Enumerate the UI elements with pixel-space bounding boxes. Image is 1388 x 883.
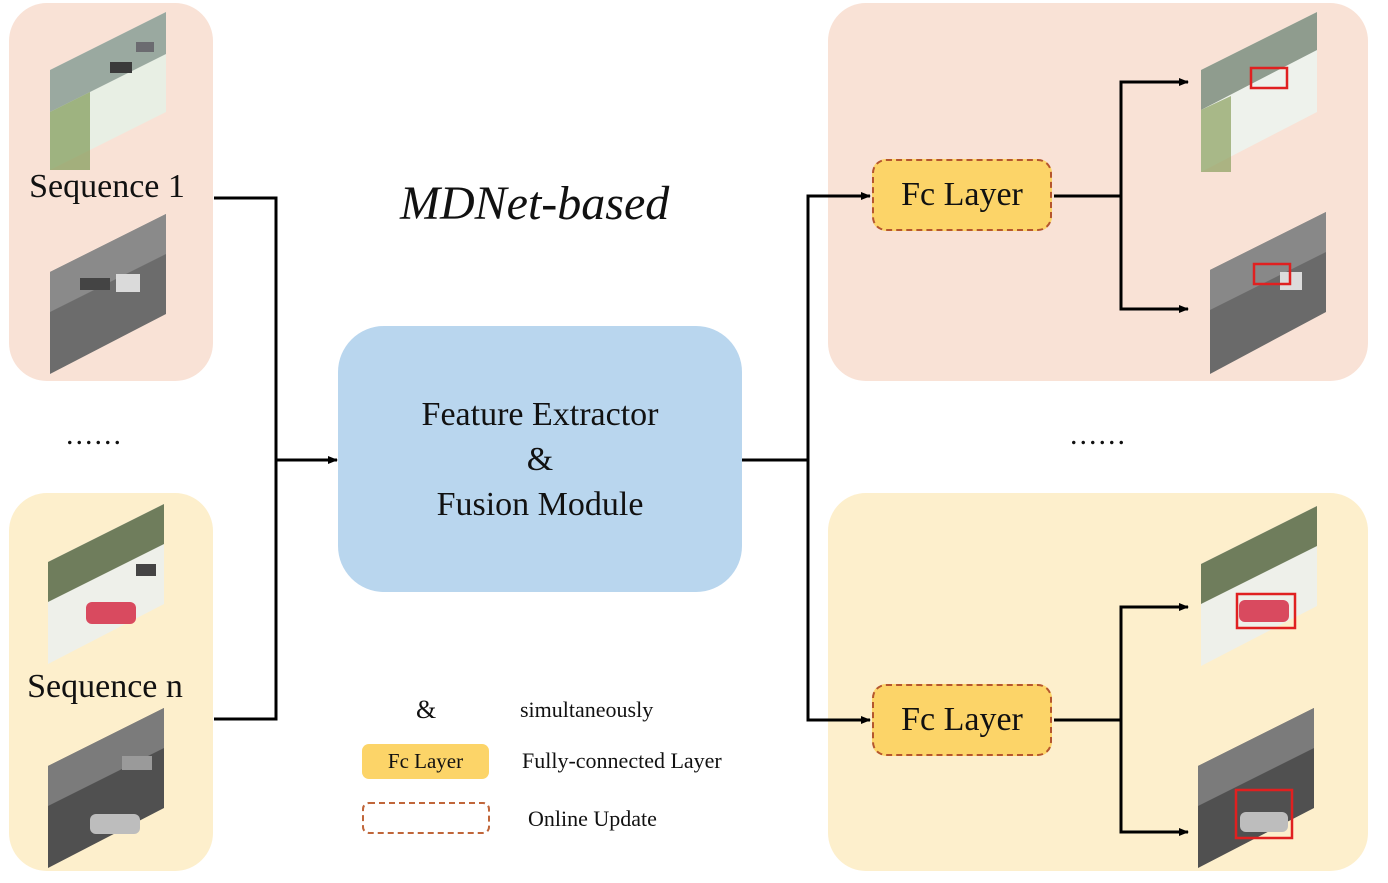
seq1-thermal-frame bbox=[50, 214, 166, 374]
output-n-rgb-frame bbox=[1201, 506, 1317, 666]
arrow-fc-n-rgb bbox=[1119, 603, 1189, 720]
core-line-2: & bbox=[526, 440, 554, 478]
sequence-ellipsis: ...... bbox=[66, 418, 123, 451]
legend-dash-meaning: Online Update bbox=[528, 806, 657, 831]
output-1-thermal-frame bbox=[1210, 212, 1326, 374]
legend-amp-symbol: & bbox=[416, 695, 437, 724]
output-1-rgb-frame bbox=[1201, 12, 1317, 172]
fc-layer-n: Fc Layer bbox=[872, 684, 1052, 756]
tracking-box bbox=[1235, 592, 1297, 630]
wire-sequence-1 bbox=[214, 196, 278, 460]
tracking-box bbox=[1249, 66, 1289, 90]
core-line-1: Feature Extractor bbox=[421, 395, 659, 433]
arrow-fc-n-thermal bbox=[1119, 720, 1189, 836]
legend-fc-meaning: Fully-connected Layer bbox=[522, 748, 722, 773]
seqn-rgb-frame bbox=[48, 504, 164, 664]
branch-ellipsis: ...... bbox=[1070, 418, 1127, 451]
tracking-box bbox=[1234, 788, 1294, 840]
wire-sequence-n bbox=[214, 460, 278, 721]
legend-fc-swatch: Fc Layer bbox=[362, 744, 489, 779]
arrow-to-fc-1 bbox=[806, 192, 871, 460]
core-line-3: Fusion Module bbox=[436, 485, 644, 523]
arrow-fc-1-rgb bbox=[1119, 78, 1189, 196]
arrow-to-fc-n bbox=[806, 460, 871, 724]
diagram-title: MDNet-based bbox=[400, 177, 670, 230]
fc-layer-1: Fc Layer bbox=[872, 159, 1052, 231]
legend-amp-meaning: simultaneously bbox=[520, 697, 654, 722]
seqn-thermal-frame bbox=[48, 708, 164, 868]
sequence-1-label: Sequence 1 bbox=[29, 168, 185, 205]
output-n-thermal-frame bbox=[1198, 708, 1314, 868]
arrow-fc-1-thermal bbox=[1119, 196, 1189, 313]
legend-dash-swatch bbox=[362, 802, 490, 834]
feature-extractor-fusion-module: Feature Extractor & Fusion Module bbox=[338, 326, 742, 592]
tracking-box bbox=[1252, 262, 1292, 286]
seq1-rgb-frame bbox=[50, 12, 166, 170]
sequence-n-label: Sequence n bbox=[27, 668, 183, 705]
